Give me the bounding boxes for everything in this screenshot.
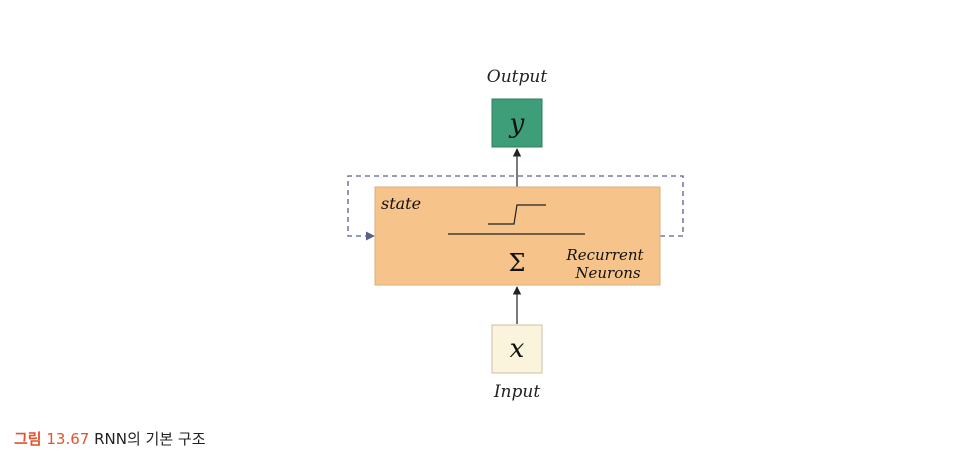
figure-caption: 그림 13.67 RNN의 기본 구조: [14, 428, 206, 449]
neurons-label: Neurons: [574, 264, 641, 282]
state-label: state: [381, 194, 421, 213]
output-symbol: y: [509, 109, 525, 139]
figure-label: 그림: [14, 430, 42, 448]
step-function-icon: [488, 204, 546, 225]
input-symbol: x: [510, 334, 525, 364]
figure-number: 13.67: [46, 430, 90, 448]
output-label: Output: [487, 67, 548, 87]
recurrent-loop-arrow: [347, 175, 684, 241]
recurrent-label: Recurrent: [565, 246, 644, 264]
sigma-symbol: Σ: [509, 249, 526, 277]
input-label: Input: [493, 382, 540, 402]
recurrent-neurons-box: [374, 186, 661, 286]
caption-text: RNN의 기본 구조: [94, 430, 206, 448]
output-box: [491, 98, 543, 148]
input-box: [491, 324, 543, 374]
